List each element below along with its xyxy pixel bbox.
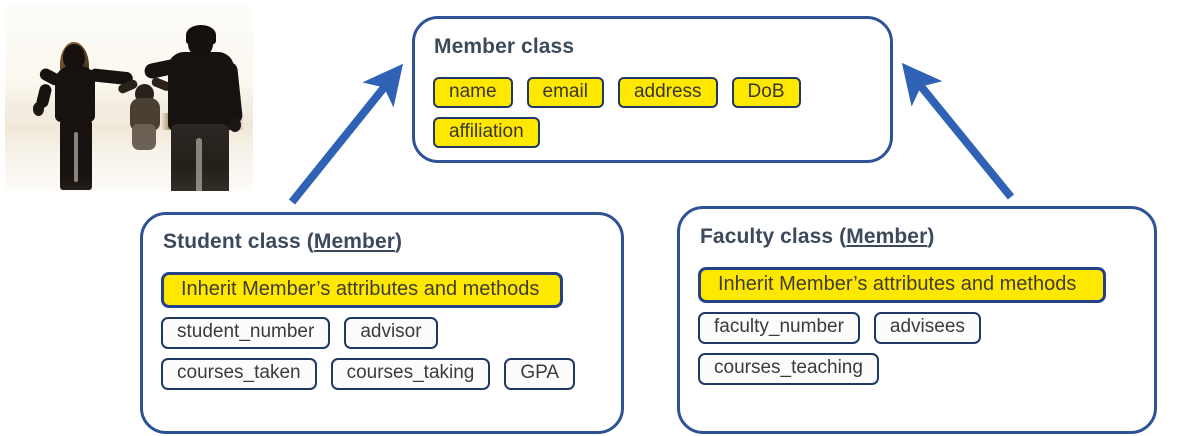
man-hand-right <box>229 118 241 132</box>
attribute-advisor[interactable]: advisor <box>344 317 438 349</box>
faculty-inherit-banner[interactable]: Inherit Member’s attributes and methods <box>698 267 1106 303</box>
student-base-class: Member <box>313 230 395 253</box>
faculty-inherit-row: Inherit Member’s attributes and methods <box>698 267 1140 303</box>
child-legs <box>132 124 156 150</box>
attribute-student-number[interactable]: student_number <box>161 317 331 349</box>
attribute-faculty-number[interactable]: faculty_number <box>698 312 860 344</box>
faculty-attribute-row: courses_teaching <box>698 353 1140 385</box>
student-class-title: Student class (Member) <box>163 230 402 254</box>
faculty-title-suffix: ) <box>927 225 935 248</box>
student-attribute-rows: Inherit Member’s attributes and methods … <box>161 272 607 390</box>
attribute-gpa[interactable]: GPA <box>504 358 576 390</box>
woman-leg-gap <box>74 132 78 182</box>
student-inherit-banner[interactable]: Inherit Member’s attributes and methods <box>161 272 563 308</box>
arrow-faculty-to-member <box>901 62 1015 200</box>
student-title-prefix: Student class ( <box>163 230 314 253</box>
attribute-dob[interactable]: DoB <box>731 77 801 108</box>
member-class-box[interactable]: Member class name email address DoB affi… <box>412 16 893 163</box>
attribute-address[interactable]: address <box>617 77 718 108</box>
attribute-courses-taken[interactable]: courses_taken <box>161 358 317 390</box>
attribute-courses-teaching[interactable]: courses_teaching <box>698 353 879 385</box>
faculty-base-class: Member <box>846 225 928 248</box>
attribute-affiliation[interactable]: affiliation <box>433 117 540 148</box>
student-attribute-row: student_number advisor <box>161 317 607 349</box>
family-photo <box>5 6 253 191</box>
student-class-box[interactable]: Student class (Member) Inherit Member’s … <box>140 212 624 434</box>
man-head <box>188 28 213 56</box>
member-class-title: Member class <box>434 35 574 59</box>
woman-hand-left <box>33 102 44 116</box>
student-attribute-row: courses_taken courses_taking GPA <box>161 358 607 390</box>
attribute-courses-taking[interactable]: courses_taking <box>330 358 491 390</box>
faculty-class-title: Faculty class (Member) <box>700 225 934 249</box>
faculty-attribute-rows: Inherit Member’s attributes and methods … <box>698 267 1140 385</box>
attribute-email[interactable]: email <box>526 77 604 108</box>
attribute-name[interactable]: name <box>433 77 513 108</box>
man-leg-gap <box>196 138 202 191</box>
woman-torso <box>55 66 95 122</box>
student-title-suffix: ) <box>395 230 403 253</box>
faculty-attribute-row: faculty_number advisees <box>698 312 1140 344</box>
woman-head <box>63 44 85 70</box>
member-attribute-rows: name email address DoB affiliation <box>433 77 876 148</box>
member-attribute-row: name email address DoB <box>433 77 876 108</box>
member-attribute-row: affiliation <box>433 117 876 148</box>
attribute-advisees[interactable]: advisees <box>873 312 981 344</box>
member-class-title-text: Member class <box>434 35 575 58</box>
arrow-student-to-member <box>288 63 404 205</box>
faculty-title-prefix: Faculty class ( <box>700 225 847 248</box>
student-inherit-row: Inherit Member’s attributes and methods <box>161 272 607 308</box>
faculty-class-box[interactable]: Faculty class (Member) Inherit Member’s … <box>677 206 1157 434</box>
